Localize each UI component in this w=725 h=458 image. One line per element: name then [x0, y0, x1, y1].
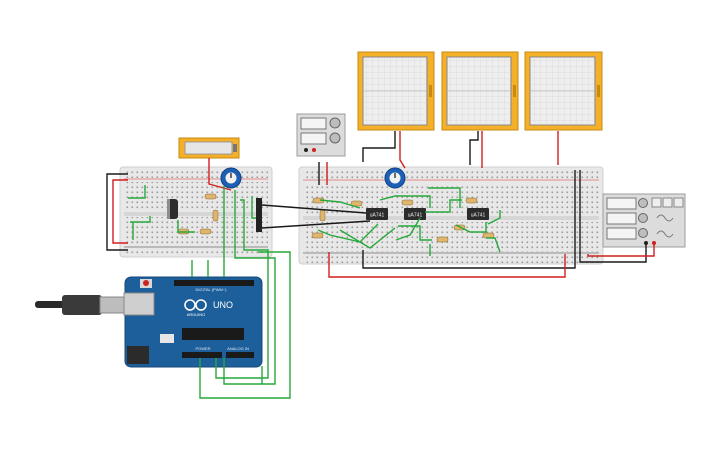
- resistor-left-4[interactable]: [199, 228, 212, 235]
- usb-cable: [35, 295, 131, 315]
- arduino-brand-label: ARDUINO: [187, 312, 205, 317]
- right-breadboard[interactable]: [298, 166, 604, 265]
- ic-label: uA741: [370, 213, 385, 219]
- oscilloscope-1[interactable]: [357, 51, 435, 131]
- resistor-right-2[interactable]: [319, 209, 326, 222]
- resistor-right-5[interactable]: [401, 199, 414, 206]
- opamp-ic-2[interactable]: uA741: [404, 208, 426, 220]
- wires-green[interactable]: [128, 185, 501, 399]
- ic-label: uA741: [408, 213, 423, 219]
- resistor-right-4[interactable]: [350, 200, 363, 207]
- analog-header-label: ANALOG IN: [227, 346, 249, 351]
- ic-label: uA741: [471, 213, 486, 219]
- arduino-model-label: UNO: [213, 300, 233, 310]
- pin-header: [256, 198, 262, 232]
- potentiometer-right[interactable]: [384, 167, 406, 189]
- power-header-label: POWER: [195, 346, 210, 351]
- arduino-uno-board[interactable]: DIGITAL (PWM~) ARDUINO UNO POWER ANALOG …: [123, 276, 263, 368]
- resistor-left-2[interactable]: [212, 209, 219, 222]
- power-supply[interactable]: [296, 113, 346, 157]
- potentiometer-left[interactable]: [220, 167, 242, 189]
- function-generator[interactable]: [602, 193, 686, 248]
- oscilloscope-2[interactable]: [441, 51, 519, 131]
- wires-black[interactable]: [106, 131, 647, 269]
- resistor-right-3[interactable]: [311, 232, 324, 239]
- opamp-ic-3[interactable]: uA741: [467, 208, 489, 220]
- opamp-ic-1[interactable]: uA741: [366, 208, 388, 220]
- left-breadboard[interactable]: [119, 166, 273, 258]
- arduino-logo-icon: [184, 299, 207, 311]
- capacitor[interactable]: [167, 199, 178, 219]
- resistor-right-8[interactable]: [465, 197, 478, 204]
- resistor-right-9[interactable]: [482, 232, 495, 239]
- oscilloscope-3[interactable]: [524, 51, 603, 131]
- resistor-left-1[interactable]: [204, 193, 217, 200]
- wires-red[interactable]: [112, 131, 655, 278]
- lcd-module[interactable]: [178, 137, 240, 159]
- digital-header-label: DIGITAL (PWM~): [196, 287, 228, 292]
- resistor-right-6[interactable]: [436, 236, 449, 243]
